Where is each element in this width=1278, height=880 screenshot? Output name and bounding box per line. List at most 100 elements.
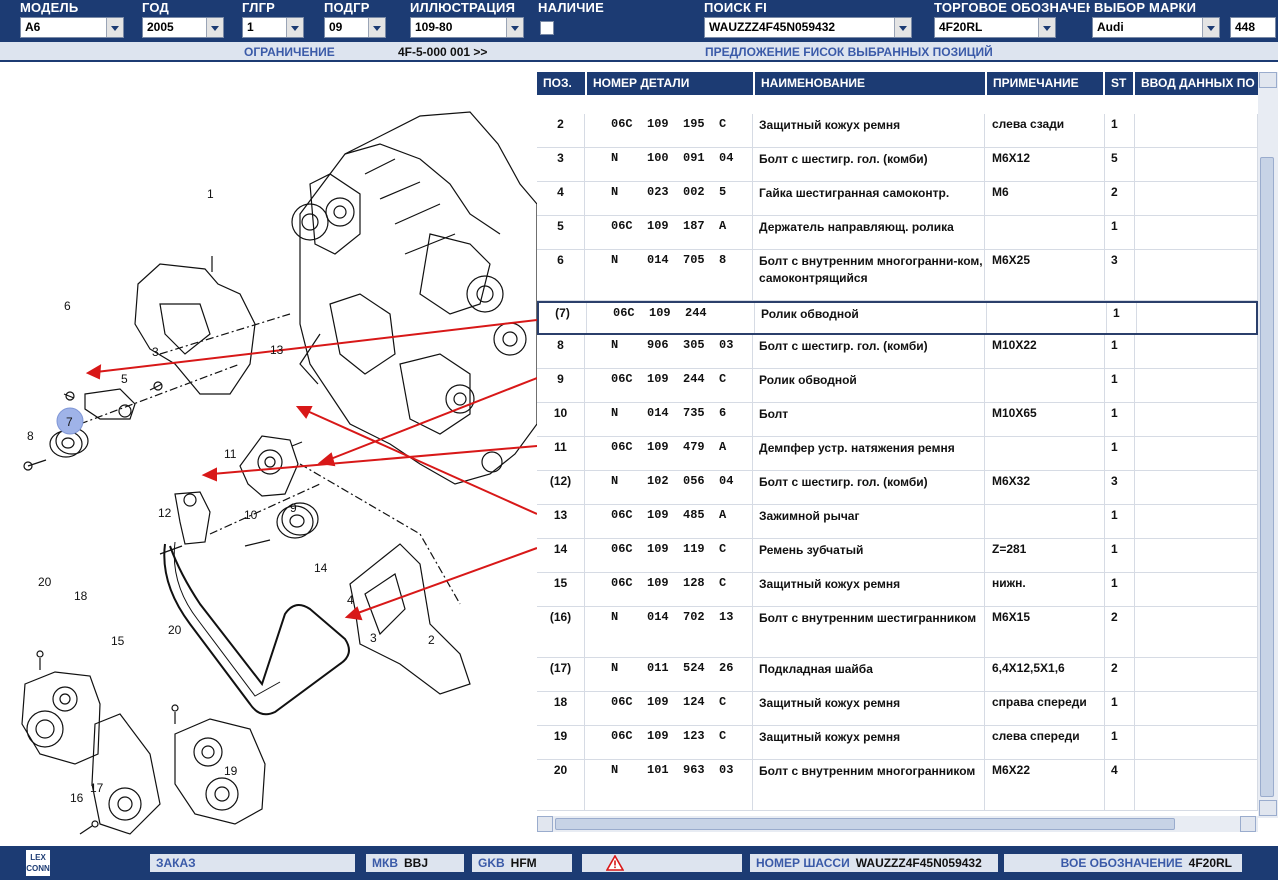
chevron-down-icon[interactable]: [106, 18, 123, 37]
row-data-entry-cell[interactable]: [1135, 726, 1258, 759]
order-button[interactable]: ЗАКАЗ: [150, 854, 355, 872]
row-data-entry-cell[interactable]: [1135, 216, 1258, 249]
chevron-down-icon[interactable]: [506, 18, 523, 37]
diagram-label[interactable]: 20: [168, 623, 182, 637]
row-data-entry-cell[interactable]: [1135, 114, 1258, 147]
diagram-label[interactable]: 13: [270, 343, 284, 357]
row-data-entry-cell[interactable]: [1135, 471, 1258, 504]
diagram-label[interactable]: 2: [428, 633, 435, 647]
proposal-link[interactable]: ПРЕДЛОЖЕНИЕ FИСОК ВЫБРАННЫХ ПОЗИЦИЙ: [705, 45, 993, 59]
row-data-entry-cell[interactable]: [1135, 250, 1258, 300]
row-data-entry-cell[interactable]: [1135, 505, 1258, 538]
chevron-down-icon[interactable]: [894, 18, 911, 37]
subgroup-select[interactable]: 09: [324, 17, 386, 38]
column-header-pos[interactable]: ПОЗ.: [537, 72, 587, 95]
diagram-label[interactable]: 18: [74, 589, 88, 603]
column-header-part-number[interactable]: НОМЕР ДЕТАЛИ: [587, 72, 755, 95]
row-data-entry-cell[interactable]: [1135, 607, 1258, 657]
diagram-label[interactable]: 6: [64, 299, 71, 313]
row-part-number: N 102 056 04: [585, 471, 753, 504]
warning-icon[interactable]: [606, 855, 624, 871]
diagram-label[interactable]: 17: [90, 781, 104, 795]
diagram-label[interactable]: 8: [27, 429, 34, 443]
row-data-entry-cell[interactable]: [1135, 692, 1258, 725]
scroll-left-icon[interactable]: [537, 816, 553, 832]
row-quantity: 5: [1105, 148, 1135, 181]
horizontal-scroll-thumb[interactable]: [555, 818, 1175, 830]
parts-illustration[interactable]: 1 6 3 5 7 8 13 11 12 10 9 14 4 3 2 20 18…: [0, 64, 538, 846]
column-header-data-entry[interactable]: ВВОД ДАННЫХ ПО: [1135, 72, 1260, 95]
diagram-label[interactable]: 9: [290, 501, 297, 515]
diagram-label[interactable]: 3: [370, 631, 377, 645]
row-data-entry-cell[interactable]: [1135, 369, 1258, 402]
diagram-label[interactable]: 15: [111, 634, 125, 648]
year-select[interactable]: 2005: [142, 17, 224, 38]
column-header-note[interactable]: ПРИМЕЧАНИЕ: [987, 72, 1105, 95]
illustration-select[interactable]: 109-80: [410, 17, 524, 38]
row-data-entry-cell[interactable]: [1135, 658, 1258, 691]
diagram-label[interactable]: 7: [66, 415, 73, 429]
row-data-entry-cell[interactable]: [1135, 335, 1258, 368]
row-data-entry-cell[interactable]: [1135, 148, 1258, 181]
diagram-label[interactable]: 5: [121, 372, 128, 386]
row-data-entry-cell[interactable]: [1135, 539, 1258, 572]
chevron-down-icon[interactable]: [368, 18, 385, 37]
diagram-label[interactable]: 12: [158, 506, 172, 520]
availability-checkbox[interactable]: [540, 21, 554, 35]
row-data-entry-cell[interactable]: [1135, 437, 1258, 470]
column-header-name[interactable]: НАИМЕНОВАНИЕ: [755, 72, 987, 95]
restriction-value[interactable]: 4F-5-000 001 >>: [398, 45, 488, 59]
warning-area[interactable]: [582, 854, 742, 872]
horizontal-scrollbar[interactable]: [537, 816, 1258, 832]
diagram-label[interactable]: 10: [244, 508, 258, 522]
diagram-label[interactable]: 11: [224, 447, 237, 461]
diagram-label[interactable]: 20: [38, 575, 52, 589]
row-data-entry-cell[interactable]: [1135, 182, 1258, 215]
vertical-scrollbar[interactable]: [1258, 72, 1278, 818]
diagram-label[interactable]: 1: [207, 187, 214, 201]
diagram-label[interactable]: 3: [152, 345, 159, 359]
scroll-up-icon[interactable]: [1259, 72, 1277, 88]
search-fi-select[interactable]: WAUZZZ4F45N059432: [704, 17, 912, 38]
column-header-st[interactable]: ST: [1105, 72, 1135, 95]
chevron-down-icon[interactable]: [206, 18, 223, 37]
code-field[interactable]: 448: [1230, 17, 1276, 38]
vertical-scroll-thumb[interactable]: [1260, 157, 1274, 797]
brand-select[interactable]: Audi: [1092, 17, 1220, 38]
chevron-down-icon[interactable]: [1202, 18, 1219, 37]
diagram-label[interactable]: 4: [347, 593, 354, 607]
row-data-entry-cell[interactable]: [1137, 303, 1260, 333]
row-data-entry-cell[interactable]: [1135, 760, 1258, 810]
diagram-label[interactable]: 19: [224, 764, 238, 778]
chevron-down-icon[interactable]: [1038, 18, 1055, 37]
main-group-select[interactable]: 1: [242, 17, 304, 38]
row-data-entry-cell[interactable]: [1135, 573, 1258, 606]
scroll-down-icon[interactable]: [1259, 800, 1277, 816]
scroll-right-icon[interactable]: [1240, 816, 1256, 832]
model-select[interactable]: A6: [20, 17, 124, 38]
chevron-down-icon[interactable]: [286, 18, 303, 37]
diagram-label[interactable]: 14: [314, 561, 328, 575]
row-data-entry-cell[interactable]: [1135, 403, 1258, 436]
diagram-label[interactable]: 16: [70, 791, 84, 805]
trade-name-select[interactable]: 4F20RL: [934, 17, 1056, 38]
